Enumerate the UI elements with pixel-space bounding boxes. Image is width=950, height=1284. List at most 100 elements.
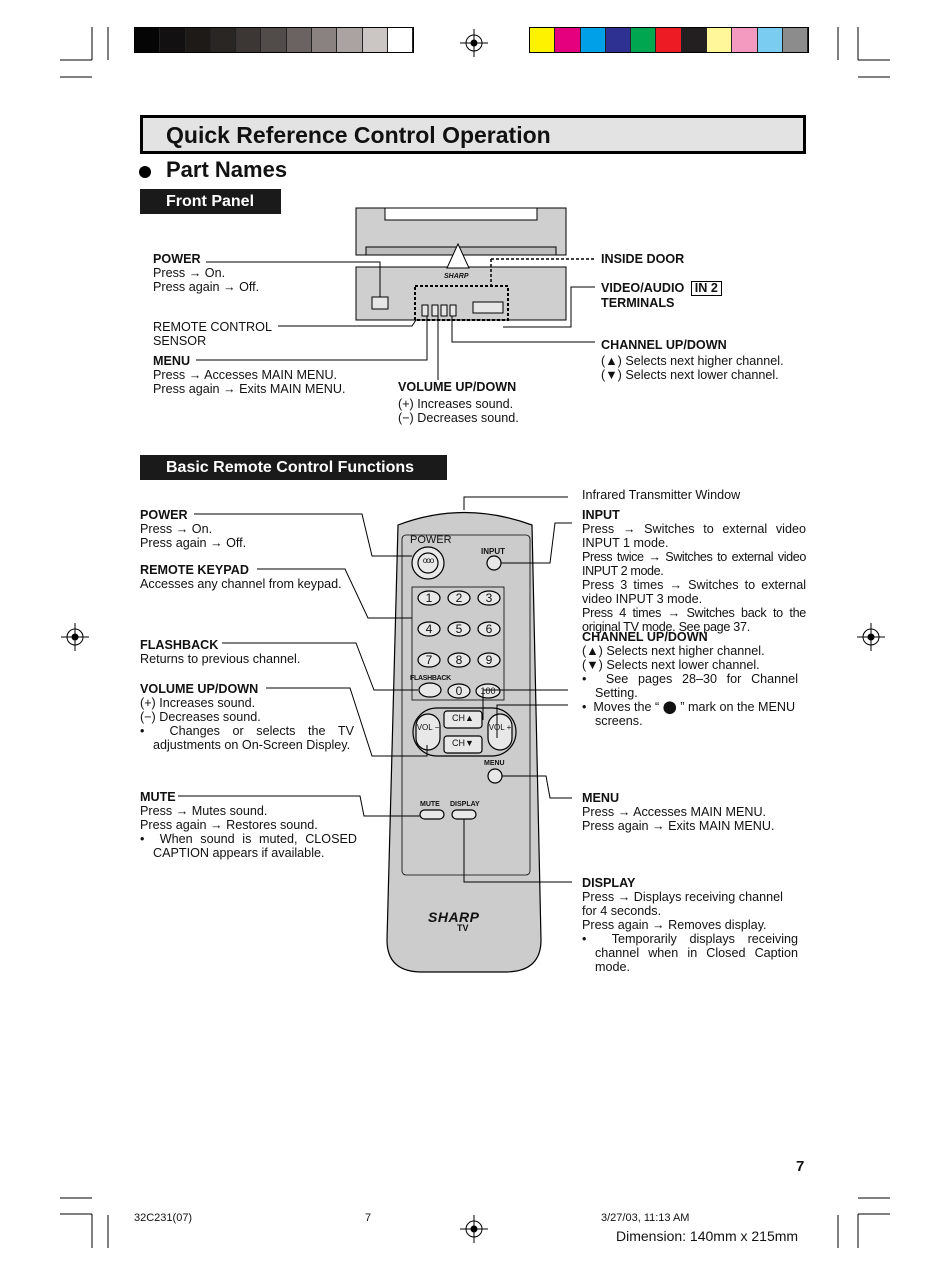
rc-channel-label: CHANNEL UP/DOWN (▲) Selects next higher …: [582, 630, 798, 728]
vol-down-button[interactable]: VOL −: [416, 723, 440, 732]
rc-keypad-label: REMOTE KEYPAD Accesses any channel from …: [140, 563, 342, 591]
fp-volume-line: (−) Decreases sound.: [398, 411, 519, 425]
gray-calibration-strip: [134, 27, 415, 53]
rc-menu-line: Press → Accesses MAIN MENU.: [582, 805, 767, 819]
page-number: 7: [796, 1158, 805, 1175]
calibration-swatch: [555, 28, 581, 52]
ch-down-button[interactable]: CH▼: [452, 738, 474, 748]
fp-video-audio-title: VIDEO/AUDIO: [601, 281, 685, 295]
display-text: DISPLAY: [450, 801, 480, 808]
remote-power-text: POWER: [410, 534, 452, 546]
rc-mute-title: MUTE: [140, 790, 176, 804]
fp-inside-door-title: INSIDE DOOR: [601, 252, 685, 266]
calibration-swatch: [261, 28, 287, 52]
rc-mute-label: MUTE Press → Mutes sound. Press again → …: [140, 790, 357, 860]
rc-display-label: DISPLAY Press → Displays receiving chann…: [582, 876, 798, 974]
vol-up-button[interactable]: VOL +: [488, 723, 512, 732]
rc-flashback-line: Returns to previous channel.: [140, 652, 301, 666]
rc-volume-title: VOLUME UP/DOWN: [140, 682, 259, 696]
display-button[interactable]: [452, 810, 476, 819]
registration-target-bottom: [460, 1215, 488, 1243]
rc-volume-line: (−) Decreases sound.: [140, 710, 261, 724]
registration-target-left: [61, 623, 89, 651]
rc-mute-line: Press → Mutes sound.: [140, 804, 268, 818]
registration-target-right: [857, 623, 885, 651]
rc-input-line: Press twice → Switches to external video…: [582, 550, 806, 578]
rc-display-line: Press again → Removes display.: [582, 918, 767, 932]
calibration-swatch: [160, 28, 186, 52]
calibration-swatch: [236, 28, 262, 52]
rc-display-bullet: • Temporarily displays receiving channel…: [582, 932, 798, 974]
fp-remote-sensor-label: REMOTE CONTROL SENSOR: [153, 320, 272, 348]
keypad-button-7[interactable]: 7: [425, 653, 433, 667]
rc-input-title: INPUT: [582, 508, 620, 522]
calibration-swatch: [580, 28, 606, 52]
calibration-swatch: [707, 28, 733, 52]
rc-input-line: Press → Switches to external video INPUT…: [582, 522, 806, 550]
fp-menu-title: MENU: [153, 354, 191, 368]
keypad-button-5[interactable]: 5: [455, 622, 463, 636]
keypad-button-3[interactable]: 3: [485, 591, 493, 605]
section-bullet: [139, 166, 151, 178]
page-title-box: Quick Reference Control Operation: [140, 115, 806, 154]
ch-up-button[interactable]: CH▲: [452, 713, 474, 723]
calibration-swatch: [530, 28, 556, 52]
input-button[interactable]: [488, 557, 501, 570]
front-panel-heading: Front Panel: [140, 189, 281, 214]
calibration-swatch: [286, 28, 313, 52]
calibration-swatch: [782, 28, 809, 52]
rc-power-line: Press → On.: [140, 522, 213, 536]
footer-sheet: 7: [365, 1212, 372, 1224]
rc-volume-bullet-text: Changes or selects the TV adjustments on…: [153, 724, 354, 752]
keypad-button-8[interactable]: 8: [455, 653, 463, 667]
footer-file-code: 32C231(07): [134, 1212, 193, 1224]
fp-channel-title: CHANNEL UP/DOWN: [601, 338, 727, 352]
fp-power-line: Press → On.: [153, 266, 226, 280]
rc-volume-bullet: • Changes or selects the TV adjustments …: [140, 724, 354, 752]
calibration-swatch: [681, 28, 708, 52]
calibration-swatch: [362, 28, 388, 52]
rc-infrared-label: Infrared Transmitter Window: [582, 488, 740, 502]
remote-brand: SHARP: [428, 909, 480, 925]
rc-power-line: Press again → Off.: [140, 536, 247, 550]
keypad-button-6[interactable]: 6: [485, 622, 493, 636]
fp-channel-label: CHANNEL UP/DOWN (▲) Selects next higher …: [601, 338, 784, 382]
menu-button[interactable]: [488, 769, 502, 783]
keypad-button-100[interactable]: 100: [480, 686, 496, 696]
calibration-swatch: [631, 28, 657, 52]
keypad-button-1[interactable]: 1: [425, 591, 433, 605]
mute-text: MUTE: [420, 801, 440, 808]
rc-volume-label: VOLUME UP/DOWN (+) Increases sound. (−) …: [140, 682, 354, 752]
tv-brand-label: SHARP: [444, 273, 469, 280]
keypad-button-4[interactable]: 4: [425, 622, 433, 636]
rc-display-line: Press → Displays receiving channel for 4…: [582, 890, 783, 918]
fp-menu-line: Press → Accesses MAIN MENU.: [153, 368, 338, 382]
flashback-button[interactable]: [419, 683, 441, 697]
remote-brand-sub: TV: [457, 923, 469, 933]
fp-inside-door-label: INSIDE DOOR: [601, 252, 684, 266]
rc-flashback-label: FLASHBACK Returns to previous channel.: [140, 638, 300, 666]
calibration-swatch: [185, 28, 211, 52]
calibration-swatch: [210, 28, 237, 52]
rc-menu-line: Press again → Exits MAIN MENU.: [582, 819, 775, 833]
keypad-button-2[interactable]: 2: [455, 591, 463, 605]
calibration-swatch: [732, 28, 758, 52]
rc-infrared-text: Infrared Transmitter Window: [582, 488, 741, 502]
rc-mute-bullet-text: When sound is muted, CLOSED CAPTION appe…: [153, 832, 357, 860]
fp-power-label: POWER Press → On. Press again → Off.: [153, 252, 259, 294]
calibration-swatch: [135, 28, 161, 52]
keypad-button-9[interactable]: 9: [485, 653, 493, 667]
keypad-button-0[interactable]: 0: [455, 684, 463, 698]
mute-button[interactable]: [420, 810, 444, 819]
section-title: Part Names: [166, 157, 288, 182]
rc-channel-line: (▲) Selects next higher channel.: [582, 644, 765, 658]
rc-mute-bullet: • When sound is muted, CLOSED CAPTION ap…: [140, 832, 357, 860]
power-button-dots-icon[interactable]: ooo: [422, 556, 434, 565]
fp-video-audio-label: VIDEO/AUDIO IN 2 TERMINALS: [601, 281, 722, 310]
rc-input-line: Press 3 times → Switches to external vid…: [582, 578, 806, 606]
fp-in2-badge: IN 2: [690, 281, 722, 296]
fp-volume-title: VOLUME UP/DOWN: [398, 380, 517, 394]
calibration-swatch: [387, 28, 414, 52]
